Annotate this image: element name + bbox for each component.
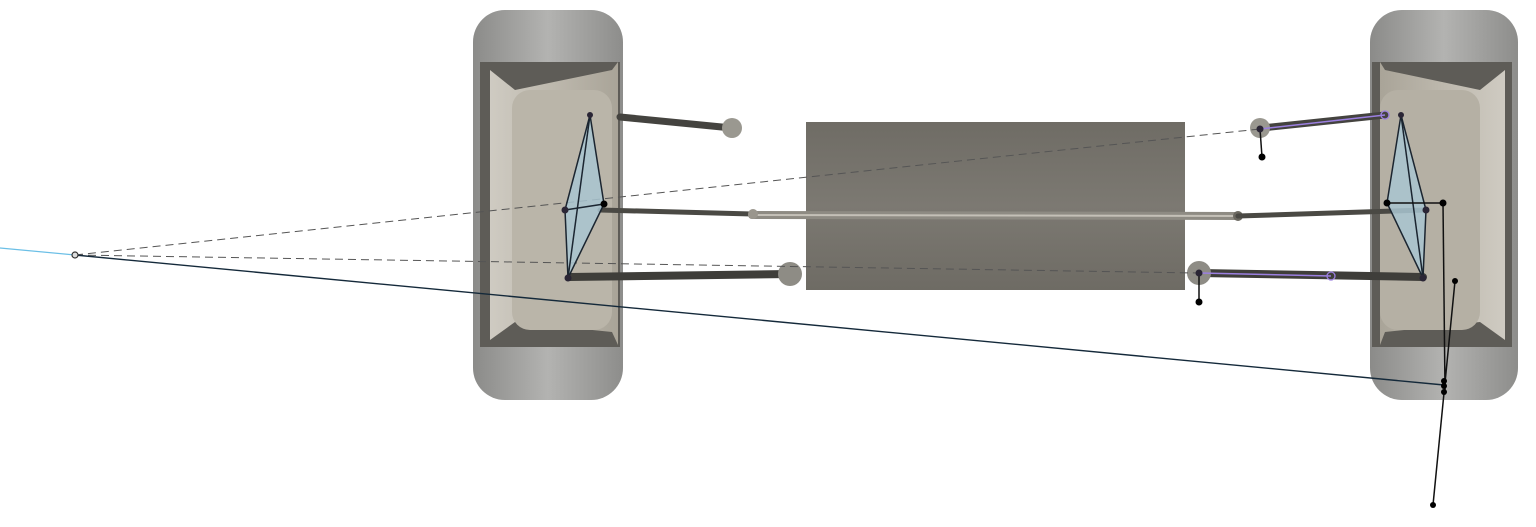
- left-steer-pivot-point[interactable]: [561, 206, 569, 214]
- upper-pin-point[interactable]: [1258, 153, 1266, 161]
- steering-rack-highlight: [751, 214, 1239, 217]
- left-lower-arm[interactable]: [566, 270, 794, 281]
- projection-line[interactable]: [74, 254, 1445, 386]
- left-tie-rod-point[interactable]: [600, 200, 608, 208]
- kingpin-bottom-point[interactable]: [1430, 502, 1436, 508]
- right-lower-pivot-point[interactable]: [1419, 274, 1427, 282]
- right-offset-point[interactable]: [1439, 199, 1447, 207]
- lower-pin-point[interactable]: [1195, 298, 1203, 306]
- instant-center-point[interactable]: [71, 251, 79, 259]
- selected-lower-endpoint[interactable]: [1326, 271, 1336, 281]
- right-steer-pivot-point[interactable]: [1383, 199, 1391, 207]
- selected-upper-endpoint[interactable]: [1380, 110, 1390, 120]
- right-upper-pivot-point[interactable]: [1398, 112, 1404, 118]
- left-lower-pivot-point[interactable]: [564, 274, 572, 282]
- selected-upper-line[interactable]: [1259, 114, 1386, 130]
- contact-point-3[interactable]: [1441, 389, 1447, 395]
- lower-dashed-construction-line[interactable]: [74, 254, 1200, 274]
- left-upper-pivot-point[interactable]: [587, 112, 593, 118]
- left-tie-rod[interactable]: [597, 207, 755, 217]
- chassis-block[interactable]: [806, 122, 1185, 290]
- left-upright-sketch[interactable]: [561, 112, 608, 282]
- selected-lower-line[interactable]: [1199, 272, 1332, 277]
- contact-point-1[interactable]: [1441, 378, 1447, 384]
- upper-pin-line[interactable]: [1259, 128, 1263, 158]
- right-tie-rod-point[interactable]: [1422, 206, 1430, 214]
- left-rack-joint[interactable]: [748, 209, 758, 219]
- left-upper-ball-joint[interactable]: [722, 118, 742, 138]
- upper-chassis-point[interactable]: [1256, 125, 1264, 133]
- kingpin-top-point[interactable]: [1452, 278, 1458, 284]
- upper-dashed-construction-line[interactable]: [74, 128, 1261, 256]
- right-upright-sketch[interactable]: [1383, 112, 1459, 508]
- selected-sketch-lines[interactable]: [1199, 110, 1390, 281]
- axis-line[interactable]: [0, 247, 76, 256]
- contact-point-2[interactable]: [1441, 383, 1447, 389]
- lower-chassis-point[interactable]: [1195, 269, 1203, 277]
- left-upper-arm[interactable]: [616, 113, 736, 132]
- left-lower-ball-joint[interactable]: [778, 262, 802, 286]
